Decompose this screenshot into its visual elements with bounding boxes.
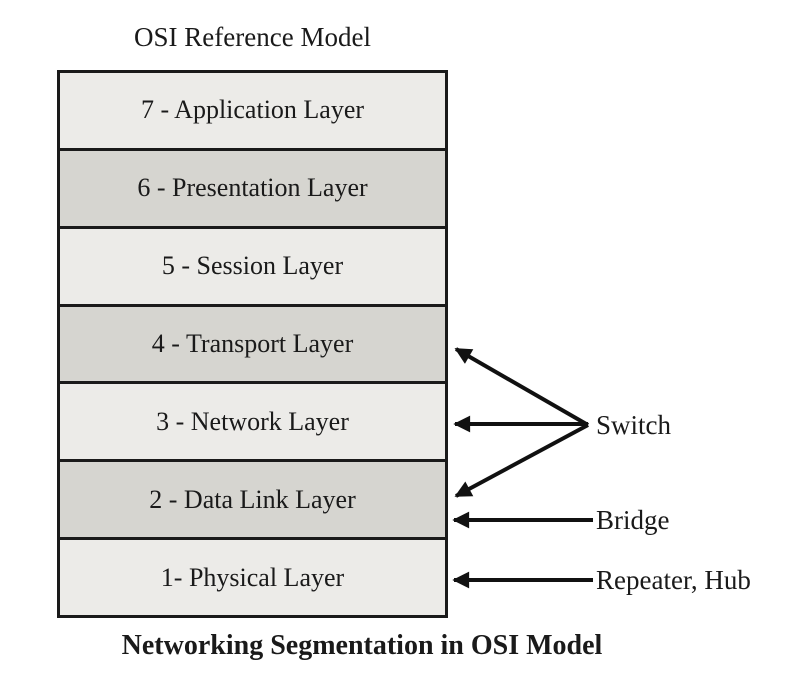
layer-network: 3 - Network Layer <box>60 381 445 460</box>
repeater-hub-label: Repeater, Hub <box>596 565 751 595</box>
layer-physical: 1- Physical Layer <box>60 537 445 616</box>
diagram-caption: Networking Segmentation in OSI Model <box>121 630 603 661</box>
diagram-title: OSI Reference Model <box>134 22 371 52</box>
layer-transport: 4 - Transport Layer <box>60 303 445 382</box>
layer-session: 5 - Session Layer <box>60 225 445 304</box>
switch-arrows <box>453 347 589 498</box>
layer-data-link: 2 - Data Link Layer <box>60 459 445 538</box>
bridge-label: Bridge <box>596 505 670 535</box>
layer-application: 7 - Application Layer <box>60 73 445 148</box>
osi-layer-stack: 7 - Application Layer 6 - Presentation L… <box>57 70 448 618</box>
switch-label: Switch <box>596 410 672 440</box>
layer-presentation: 6 - Presentation Layer <box>60 147 445 226</box>
